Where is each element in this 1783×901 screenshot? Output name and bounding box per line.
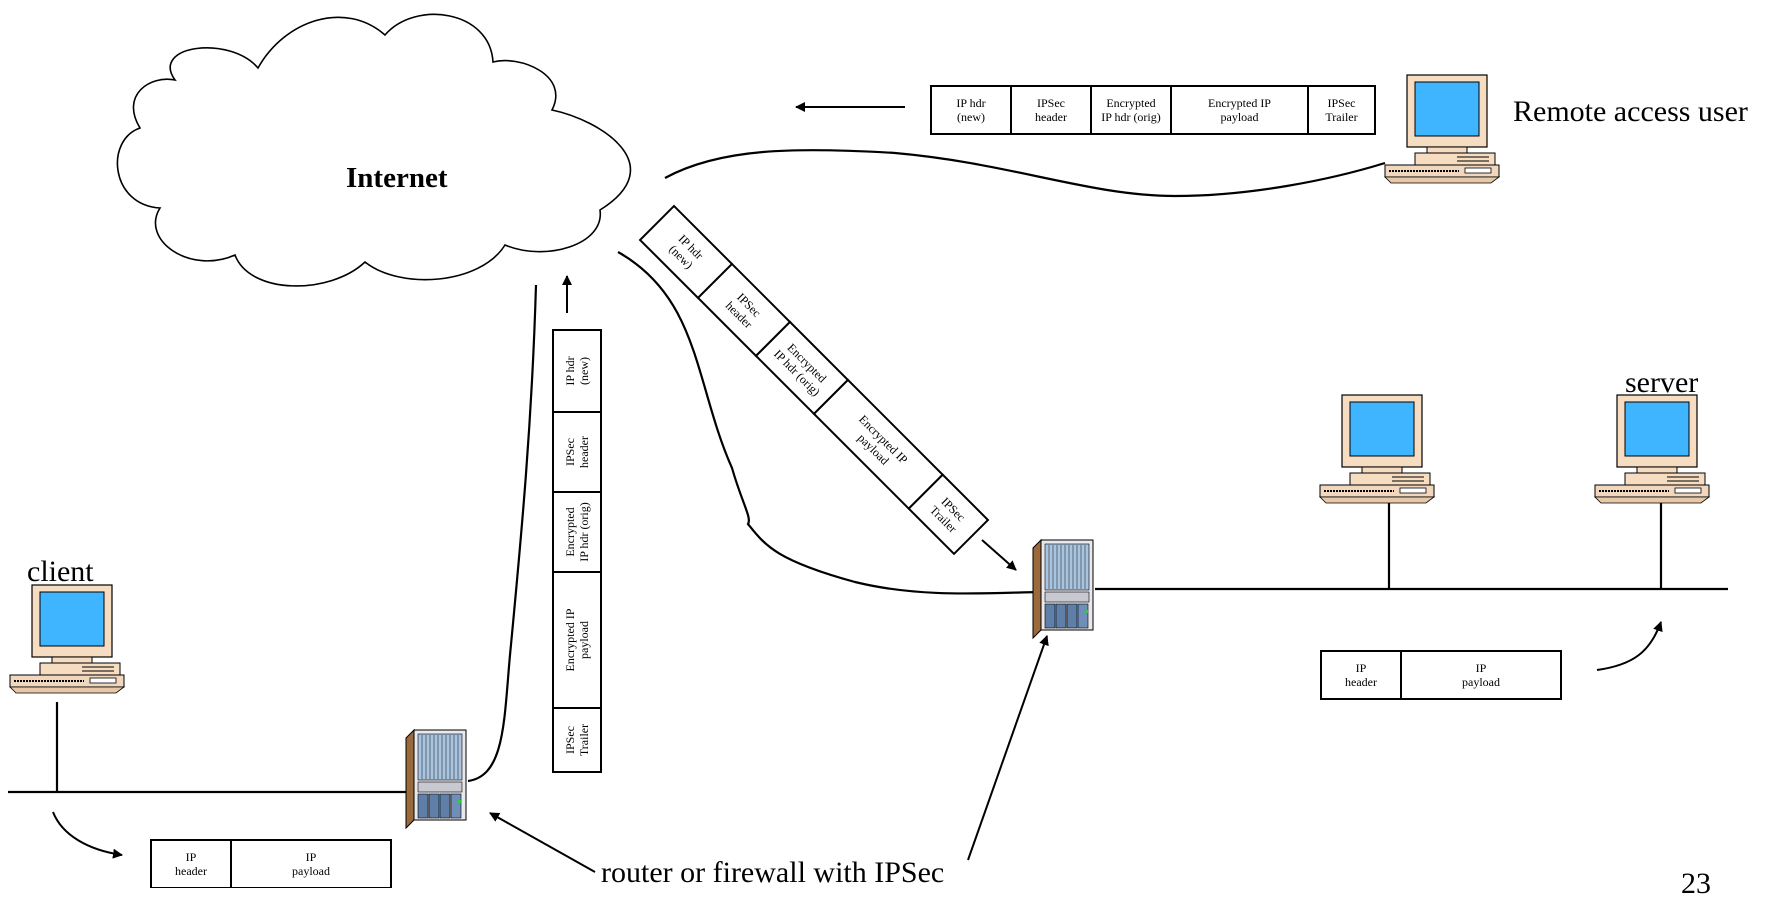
remote-user-label: Remote access user [1513,95,1748,129]
hpkt-field-label-0: IP hdr(new) [956,96,985,124]
arrow-client-to-packet [53,812,122,855]
vpkt-field-label-4: IP hdr(new) [563,356,591,385]
remote-user-computer-icon [1385,75,1499,183]
server-label: server [1625,366,1698,400]
server-computer-icon [1595,395,1709,503]
arrow-caption-to-left-router [490,813,595,872]
vpkt-field-label-0: IPSecTrailer [563,724,591,756]
lan-computer-icon [1320,395,1434,503]
router-left-link [468,285,536,781]
router-caption: router or firewall with IPSec [601,856,944,890]
vpkt-field-label-2: EncryptedIP hdr (orig) [563,502,591,562]
left-router-icon [406,730,466,828]
arrow-to-right-router [982,540,1016,570]
remote-user-link [665,150,1385,196]
client-label: client [27,555,94,589]
internet-cloud-icon [117,14,630,286]
arrow-packet-to-server [1597,622,1661,670]
internet-label: Internet [346,162,447,195]
client-computer-icon [10,585,124,693]
right-router-icon [1033,540,1093,638]
vpkt-field-label-3: IPSecheader [563,436,591,468]
arrow-caption-to-right-router [968,636,1047,860]
slide-number: 23 [1681,867,1711,901]
